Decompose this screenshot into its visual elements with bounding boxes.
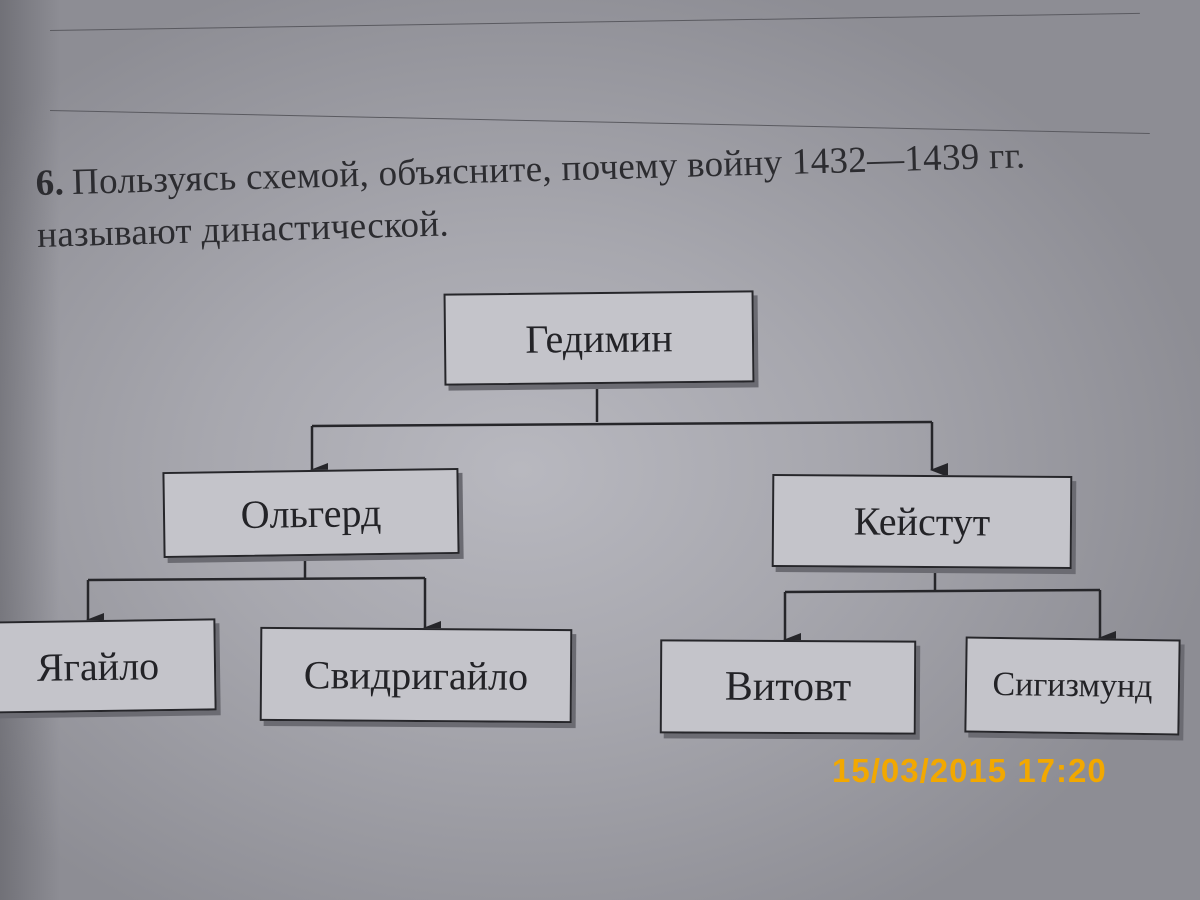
photo-timestamp: 15/03/2015 17:20 xyxy=(832,752,1107,789)
connector-olgerd-bar xyxy=(87,576,426,582)
node-svidrigailo-label: Свидригайло xyxy=(303,651,529,699)
connector-root-bar xyxy=(311,420,933,428)
node-olgerd: Ольгерд xyxy=(162,467,460,559)
node-yagailo: Ягайло xyxy=(0,618,217,714)
node-gediminas-label: Гедимин xyxy=(525,314,673,362)
page-gutter-shadow xyxy=(0,0,60,900)
node-svidrigailo: Свидригайло xyxy=(259,626,573,724)
node-yagailo-label: Ягайло xyxy=(36,642,160,690)
node-vitovt: Витовт xyxy=(659,639,917,735)
node-olgerd-label: Ольгерд xyxy=(240,489,382,537)
node-sigizmund-label: Сигизмунд xyxy=(992,665,1153,706)
node-vitovt-label: Витовт xyxy=(724,663,852,711)
node-keistut: Кейстут xyxy=(771,473,1073,570)
node-keistut-label: Кейстут xyxy=(853,498,991,545)
connector-keistut-bar xyxy=(784,588,1101,594)
node-gediminas: Гедимин xyxy=(443,290,755,386)
node-sigizmund: Сигизмунд xyxy=(964,636,1181,736)
